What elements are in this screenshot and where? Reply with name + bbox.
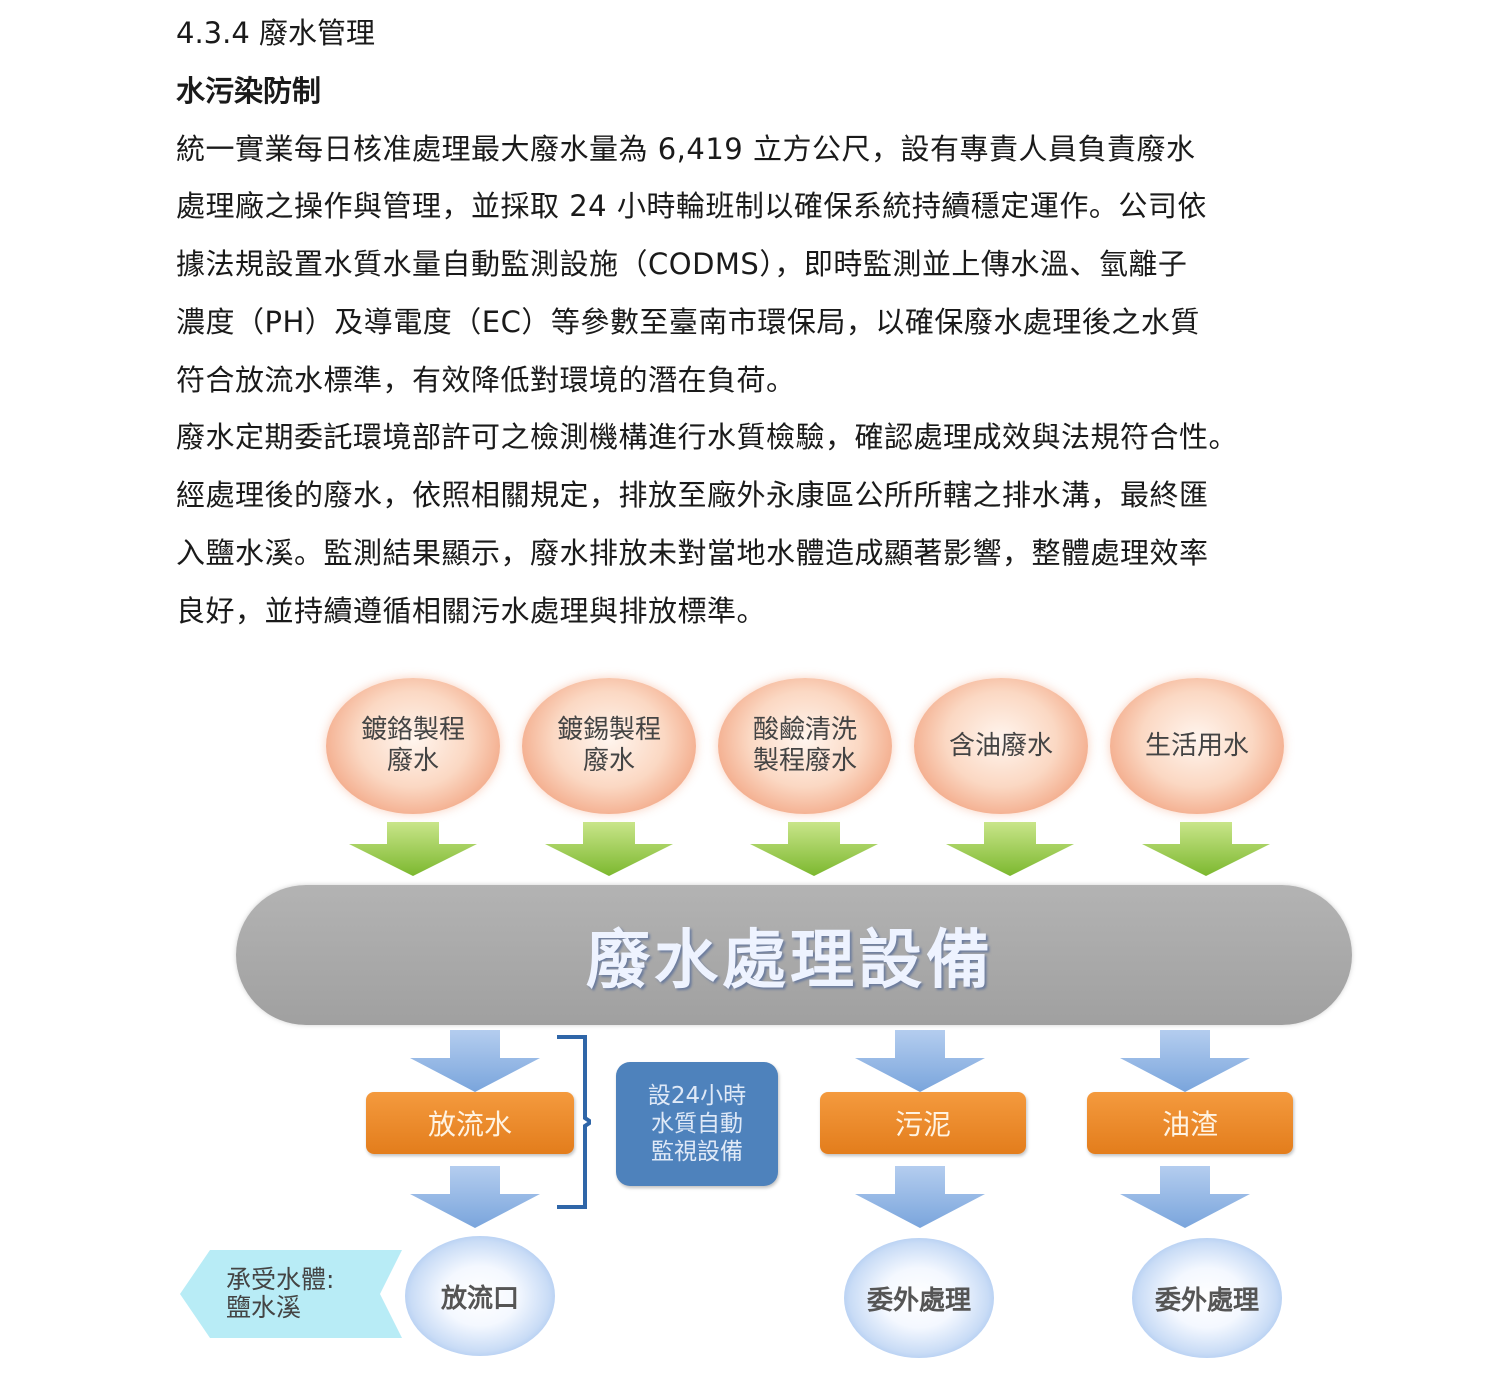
down-arrow-icon — [349, 822, 477, 876]
down-arrow-icon — [545, 822, 673, 876]
paragraph-line: 入鹽水溪。監測結果顯示，廢水排放未對當地水體造成顯著影響，整體處理效率 — [176, 536, 1209, 570]
subheading: 水污染防制 — [176, 74, 322, 108]
paragraph-line: 良好，並持續遵循相關污水處理與排放標準。 — [176, 594, 767, 628]
auto-monitoring-box: 設24小時 水質自動 監視設備 — [616, 1062, 778, 1186]
oil-residue-box: 油渣 — [1087, 1092, 1293, 1154]
paragraph-line: 處理廠之操作與管理，並採取 24 小時輪班制以確保系統持續穩定運作。公司依 — [176, 189, 1207, 223]
effluent-box: 放流水 — [366, 1092, 574, 1154]
outlet-node: 放流口 — [405, 1236, 555, 1356]
outsource-label: 委外處理 — [866, 1285, 971, 1316]
down-arrow-icon — [1120, 1030, 1250, 1092]
paragraph-line: 經處理後的廢水，依照相關規定，排放至廠外永康區公所所轄之排水溝，最終匯 — [176, 478, 1209, 512]
sludge-box: 污泥 — [820, 1092, 1026, 1154]
down-arrow-icon — [1120, 1166, 1250, 1228]
source-oily-wastewater: 含油廢水 — [914, 678, 1088, 814]
paragraph-line: 統一實業每日核准處理最大廢水量為 6,419 立方公尺，設有專責人員負責廢水 — [176, 132, 1196, 166]
outsource-label: 委外處理 — [1154, 1285, 1259, 1316]
bracket-connector — [557, 1035, 591, 1209]
monitor-line: 設24小時 — [647, 1083, 747, 1109]
oil-residue-label: 油渣 — [1161, 1108, 1218, 1141]
paragraph-line: 據法規設置水質水量自動監測設施（CODMS），即時監測並上傳水溫、氫離子 — [176, 247, 1188, 281]
outsource-node: 委外處理 — [1132, 1238, 1282, 1358]
sludge-label: 污泥 — [894, 1108, 951, 1141]
wastewater-treatment-equipment: 廢水處理設備 — [236, 885, 1352, 1025]
source-domestic-water: 生活用水 — [1110, 678, 1284, 814]
main-process-label: 廢水處理設備 — [586, 924, 994, 998]
down-arrow-icon — [855, 1166, 985, 1228]
source-acid-alkali-cleaning: 酸鹼清洗製程廢水 — [718, 678, 892, 814]
down-arrow-icon — [750, 822, 878, 876]
paragraph-line: 濃度（PH）及導電度（EC）等參數至臺南市環保局，以確保廢水處理後之水質 — [176, 305, 1200, 339]
effluent-label: 放流水 — [427, 1108, 512, 1141]
outsource-node: 委外處理 — [844, 1238, 994, 1358]
paragraph-line: 廢水定期委託環境部許可之檢測機構進行水質檢驗，確認處理成效與法規符合性。 — [176, 420, 1239, 454]
receiving-water-shape — [180, 1250, 402, 1338]
down-arrow-icon — [946, 822, 1074, 876]
down-arrow-icon — [855, 1030, 985, 1092]
outlet-label: 放流口 — [440, 1283, 519, 1314]
down-arrow-icon — [410, 1166, 540, 1228]
receiving-water-label: 承受水體: 鹽水溪 — [226, 1265, 335, 1322]
section-title: 4.3.4 廢水管理 — [176, 16, 376, 50]
source-chromium-plating: 鍍鉻製程廢水 — [326, 678, 500, 814]
monitor-line: 水質自動 — [651, 1111, 743, 1137]
monitor-line: 監視設備 — [651, 1139, 743, 1165]
source-tin-plating: 鍍錫製程廢水 — [522, 678, 696, 814]
down-arrow-icon — [410, 1030, 540, 1092]
paragraph-line: 符合放流水標準，有效降低對環境的潛在負荷。 — [176, 363, 796, 397]
down-arrow-icon — [1142, 822, 1270, 876]
